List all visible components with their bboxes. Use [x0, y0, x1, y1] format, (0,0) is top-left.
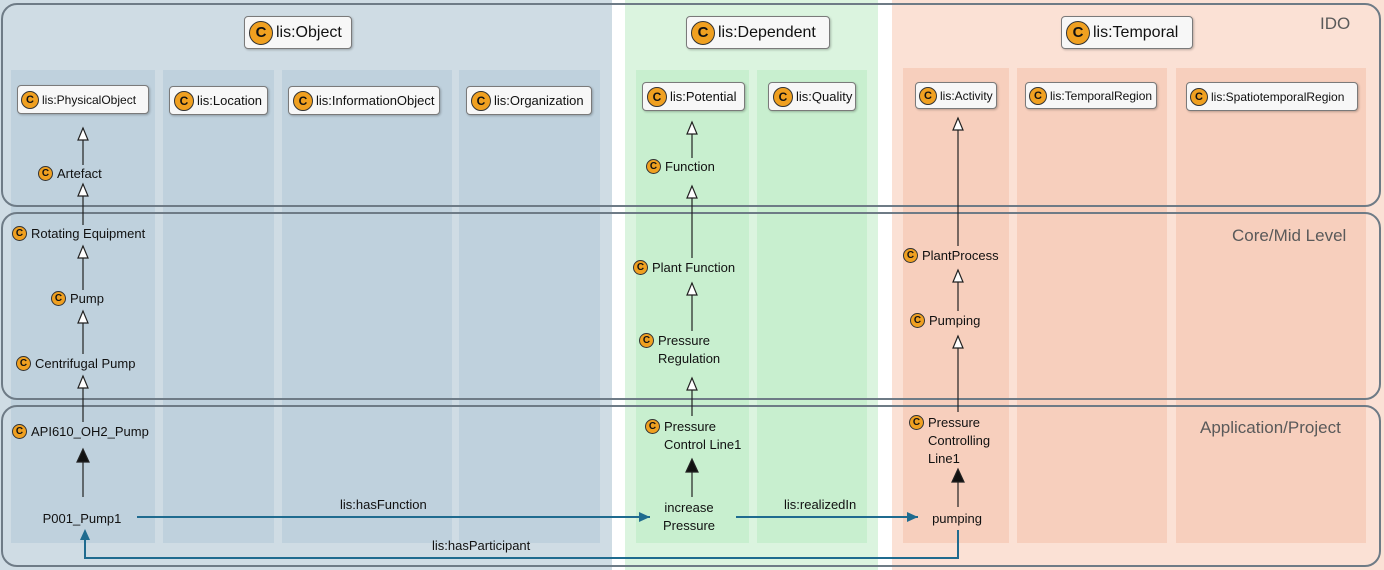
- api610-node[interactable]: C API610_OH2_Pump: [12, 424, 149, 439]
- application-level: [1, 405, 1381, 567]
- column-location: [163, 70, 274, 543]
- column-spatiotemporal-region: [1176, 68, 1366, 543]
- class-icon: C: [639, 333, 654, 348]
- activity-label: lis:Activity: [940, 88, 993, 103]
- column-activity: [903, 68, 1009, 543]
- class-icon: C: [293, 90, 313, 111]
- rotating-equipment-node[interactable]: C Rotating Equipment: [12, 226, 145, 241]
- ido-level-label: IDO: [1320, 14, 1351, 33]
- increase-pressure-individual[interactable]: increase Pressure: [662, 500, 716, 533]
- class-icon: C: [249, 20, 273, 45]
- pump-label: Pump: [70, 291, 104, 306]
- class-icon: C: [1029, 86, 1047, 105]
- plant-process-label: PlantProcess: [922, 248, 999, 263]
- quality-header[interactable]: C lis:Quality: [768, 82, 856, 111]
- plant-function-node[interactable]: C Plant Function: [633, 260, 735, 275]
- core-level: [1, 212, 1381, 400]
- temporal-header[interactable]: C lis:Temporal: [1061, 16, 1193, 49]
- potential-label: lis:Potential: [670, 89, 737, 104]
- application-level-label: Application/Project: [1200, 418, 1341, 437]
- object-header-label: lis:Object: [276, 23, 342, 41]
- class-icon: C: [910, 313, 925, 328]
- class-icon: C: [21, 90, 39, 109]
- class-icon: C: [16, 356, 31, 371]
- information-object-label: lis:InformationObject: [316, 93, 435, 108]
- pumping-individual[interactable]: pumping: [932, 511, 982, 526]
- function-node[interactable]: C Function: [646, 159, 715, 174]
- p001-pump1-individual[interactable]: P001_Pump1: [42, 511, 122, 526]
- class-icon: C: [903, 248, 918, 263]
- class-icon: C: [691, 20, 715, 45]
- activity-header[interactable]: C lis:Activity: [915, 82, 997, 109]
- potential-header[interactable]: C lis:Potential: [642, 82, 745, 111]
- location-header[interactable]: C lis:Location: [169, 86, 268, 115]
- temporal-region-label: lis:TemporalRegion: [1050, 88, 1153, 103]
- dependent-header-label: lis:Dependent: [718, 23, 816, 41]
- class-icon: C: [633, 260, 648, 275]
- location-label: lis:Location: [197, 93, 263, 108]
- organization-header[interactable]: C lis:Organization: [466, 86, 592, 115]
- pressure-controlling-line1-label: Pressure Controlling Line1: [928, 415, 991, 466]
- class-icon: C: [1190, 87, 1208, 106]
- pressure-control-line1-label: Pressure Control Line1: [664, 419, 742, 452]
- pumping-label: Pumping: [929, 313, 981, 328]
- spatiotemporal-region-label: lis:SpatiotemporalRegion: [1211, 89, 1345, 104]
- class-icon: C: [12, 424, 27, 439]
- pump-node[interactable]: C Pump: [51, 291, 104, 306]
- organization-label: lis:Organization: [494, 93, 584, 108]
- class-icon: C: [646, 159, 661, 174]
- pressure-control-line1-node[interactable]: C Pressure Control Line1: [645, 418, 745, 454]
- class-icon: C: [909, 415, 924, 430]
- plant-function-label: Plant Function: [652, 260, 736, 275]
- pressure-regulation-node[interactable]: C Pressure Regulation: [639, 332, 739, 368]
- temporal-header-label: lis:Temporal: [1093, 23, 1179, 41]
- artefact-node[interactable]: C Artefact: [38, 166, 102, 181]
- class-icon: C: [773, 86, 793, 107]
- plant-process-node[interactable]: C PlantProcess: [903, 248, 999, 263]
- centrifugal-pump-label: Centrifugal Pump: [35, 356, 136, 371]
- function-label: Function: [665, 159, 715, 174]
- ido-level: [1, 3, 1381, 207]
- class-icon: C: [38, 166, 53, 181]
- class-icon: C: [174, 90, 194, 111]
- dependent-header[interactable]: C lis:Dependent: [686, 16, 830, 49]
- column-organization: [459, 70, 600, 543]
- class-icon: C: [919, 86, 937, 105]
- centrifugal-pump-node[interactable]: C Centrifugal Pump: [16, 356, 135, 371]
- rotating-equipment-label: Rotating Equipment: [31, 226, 146, 241]
- api610-label: API610_OH2_Pump: [31, 424, 149, 439]
- temporal-region-header[interactable]: C lis:TemporalRegion: [1025, 82, 1157, 109]
- physical-object-label: lis:PhysicalObject: [42, 92, 137, 107]
- object-header[interactable]: C lis:Object: [244, 16, 352, 49]
- column-quality: [757, 70, 867, 543]
- column-information-object: [282, 70, 452, 543]
- class-icon: C: [645, 419, 660, 434]
- class-icon: C: [51, 291, 66, 306]
- has-participant-label: lis:hasParticipant: [432, 538, 531, 553]
- information-object-header[interactable]: C lis:InformationObject: [288, 86, 440, 115]
- pressure-regulation-label: Pressure Regulation: [658, 333, 721, 366]
- spatiotemporal-region-header[interactable]: C lis:SpatiotemporalRegion: [1186, 82, 1358, 111]
- pumping-node[interactable]: C Pumping: [910, 313, 980, 328]
- has-function-label: lis:hasFunction: [340, 497, 427, 512]
- artefact-label: Artefact: [57, 166, 102, 181]
- class-icon: C: [471, 90, 491, 111]
- has-participant-edge: [84, 530, 959, 559]
- class-icon: C: [1066, 20, 1090, 45]
- quality-label: lis:Quality: [796, 89, 853, 104]
- core-level-label: Core/Mid Level: [1232, 226, 1347, 245]
- pressure-controlling-line1-node[interactable]: C Pressure Controlling Line1: [909, 414, 1009, 468]
- column-temporal-region: [1017, 68, 1167, 543]
- physical-object-header[interactable]: C lis:PhysicalObject: [17, 85, 149, 114]
- class-icon: C: [647, 86, 667, 107]
- class-icon: C: [12, 226, 27, 241]
- realized-in-label: lis:realizedIn: [784, 497, 857, 512]
